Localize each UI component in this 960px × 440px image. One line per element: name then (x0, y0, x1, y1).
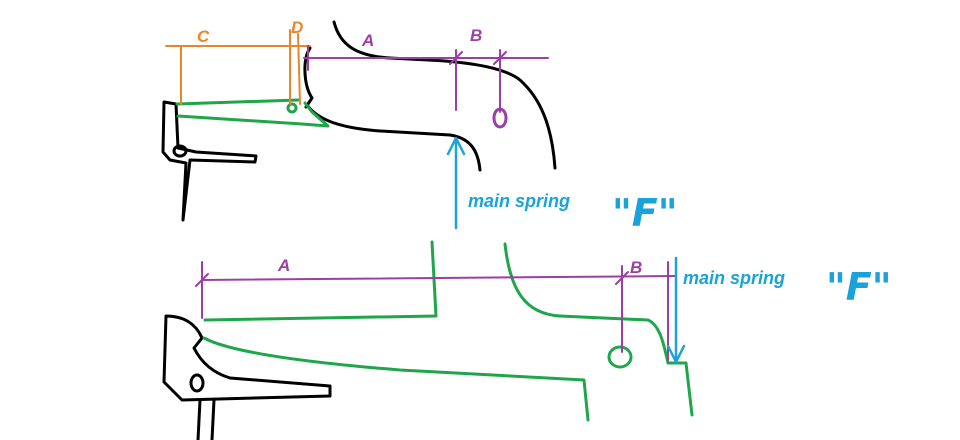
dimension-label-a-bottom: A (277, 256, 290, 275)
bottom-frame-outline (162, 314, 332, 440)
bottom-force-arrow (666, 256, 686, 364)
top-green-bar (175, 98, 330, 128)
top-dimension-ab (303, 45, 549, 129)
main-spring-label-bottom: main spring (683, 268, 785, 288)
dimension-label-a: A (361, 31, 374, 50)
top-dimension-c (165, 29, 311, 105)
dimension-label-c: C (197, 27, 210, 46)
dimension-label-b: B (470, 26, 482, 45)
bottom-dimension-ab (195, 261, 677, 361)
main-spring-label: main spring (468, 191, 570, 211)
top-view: C D A B main spring "F" (161, 18, 678, 235)
top-force-arrow (446, 136, 466, 230)
dimension-label-b-bottom: B (630, 258, 642, 277)
force-label-f: "F" (612, 191, 678, 235)
dimension-label-d: D (291, 18, 303, 37)
force-label-f-bottom: "F" (826, 265, 892, 309)
bottom-green-bar (202, 240, 694, 422)
bottom-view: A B main spring "F" (162, 240, 892, 440)
